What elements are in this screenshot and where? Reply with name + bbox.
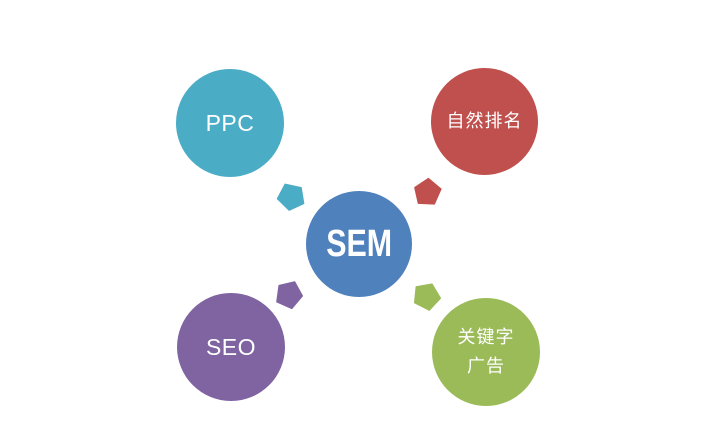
node-keyword-ads-label-line2: 广告 xyxy=(467,356,505,376)
node-keyword-ads-label-line1: 关键字 xyxy=(457,327,515,347)
node-seo-label: SEO xyxy=(205,333,257,360)
node-sem-label: SEM xyxy=(326,222,392,265)
pentagon-arrow-seo-icon xyxy=(272,276,308,312)
node-natural-ranking-label: 自然排名 xyxy=(446,111,523,131)
node-seo: SEO xyxy=(177,293,285,401)
node-natural-ranking: 自然排名 xyxy=(431,68,538,175)
node-keyword-ads: 关键字 广告 xyxy=(432,298,540,406)
node-sem-center: SEM xyxy=(306,191,412,297)
pentagon-arrow-natural-ranking-icon xyxy=(407,174,445,212)
node-ppc-label: PPC xyxy=(205,109,255,136)
node-ppc: PPC xyxy=(176,69,284,177)
pentagon-arrow-ppc-icon xyxy=(274,179,311,216)
pentagon-arrow-keyword-ads-icon xyxy=(406,276,444,314)
